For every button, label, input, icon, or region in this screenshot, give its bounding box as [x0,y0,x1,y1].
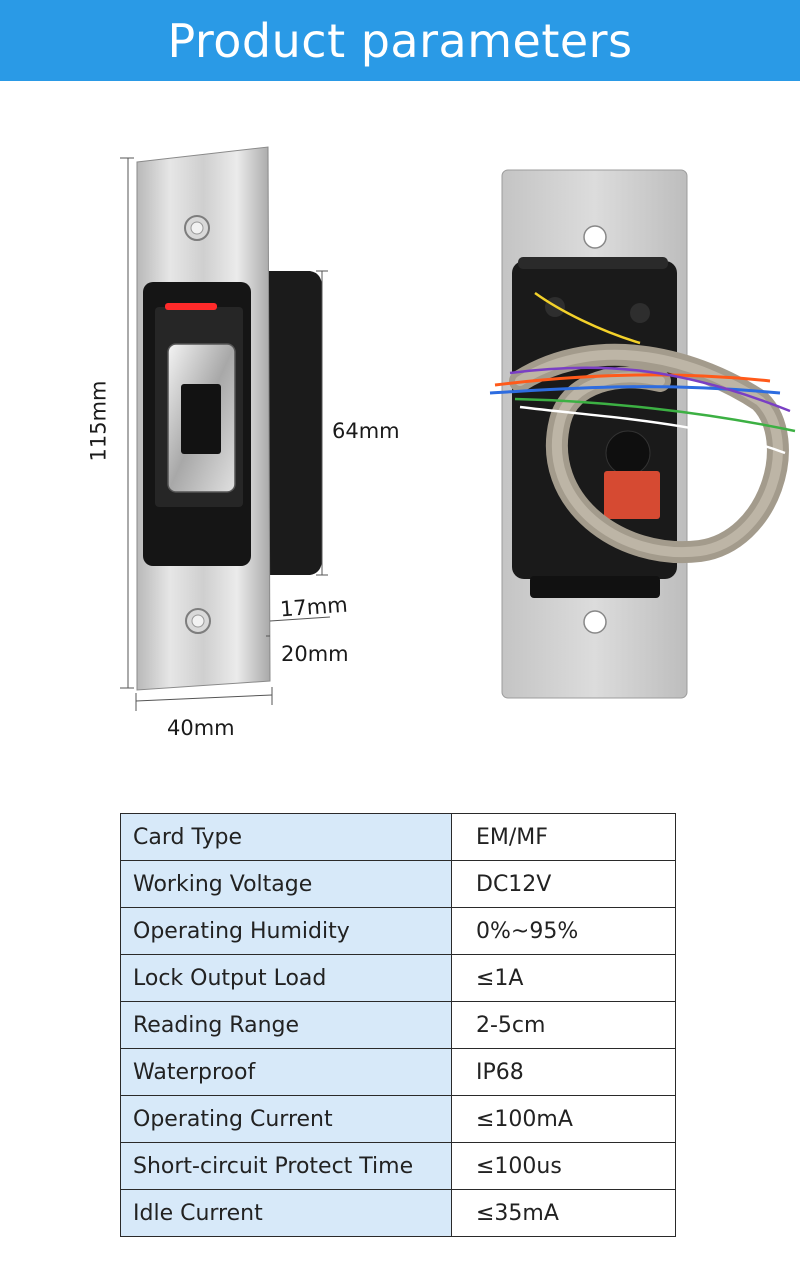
dimension-height-label: 115mm [86,380,111,462]
table-row: Lock Output Load≤1A [120,954,676,1002]
spec-label: Idle Current [120,1189,452,1237]
spec-value: 0%~95% [451,907,676,955]
dimension-depth-label: 64mm [332,419,400,443]
spec-value: ≤1A [451,954,676,1002]
dimension-20mm-label: 20mm [281,642,349,666]
title-banner: Product parameters [0,0,800,81]
dimension-17mm-label: 17mm [279,592,349,622]
spec-label: Reading Range [120,1001,452,1049]
spec-label: Waterproof [120,1048,452,1096]
table-row: Idle Current≤35mA [120,1189,676,1237]
table-row: Short-circuit Protect Time≤100us [120,1142,676,1190]
spec-value: IP68 [451,1048,676,1096]
spec-label: Card Type [120,813,452,861]
spec-label: Working Voltage [120,860,452,908]
spec-value: ≤35mA [451,1189,676,1237]
spec-label: Operating Current [120,1095,452,1143]
product-illustration [120,146,796,711]
product-figure: 115mm 64mm 17mm 20mm 40mm [0,81,800,781]
spec-label: Operating Humidity [120,907,452,955]
front-device [120,146,331,711]
spec-value: 2-5cm [451,1001,676,1049]
spec-value: ≤100mA [451,1095,676,1143]
table-row: Operating Current≤100mA [120,1095,676,1143]
spec-value: DC12V [451,860,676,908]
page-title: Product parameters [167,13,633,68]
spec-value: ≤100us [451,1142,676,1190]
dimension-width-label: 40mm [167,716,235,740]
spec-label: Lock Output Load [120,954,452,1002]
spec-label: Short-circuit Protect Time [120,1142,452,1190]
rear-device [489,169,796,699]
spec-value: EM/MF [451,813,676,861]
